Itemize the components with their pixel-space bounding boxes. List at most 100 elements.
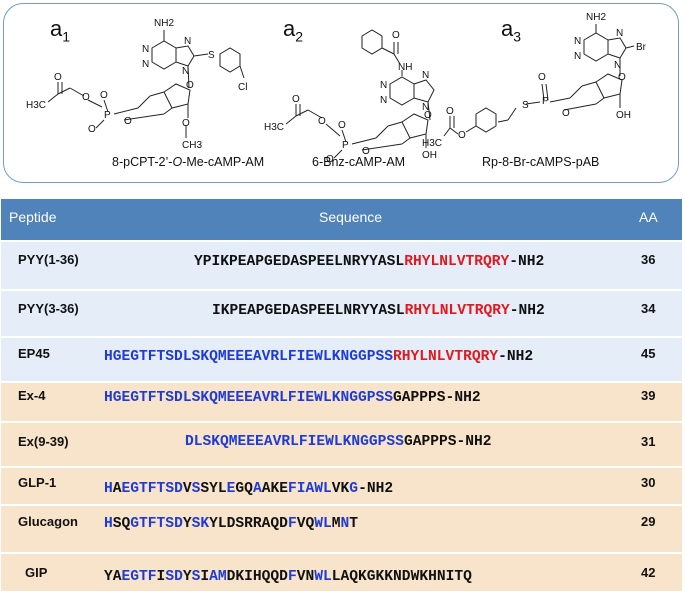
amino-acid-count: 29 (641, 514, 656, 529)
sequence-segment-blue: EGTFTSD (121, 481, 183, 497)
table-body: PYY(1-36) YPIKPEAPGEDASPEELNRYYASLRHYLNLV… (1, 242, 682, 593)
sequence-segment-black: YA (104, 569, 122, 585)
sequence-segment-blue: N (340, 516, 350, 532)
sequence-segment-black: I (156, 569, 166, 585)
header-aa: AA (639, 209, 658, 225)
sequence-segment-blue: G (349, 481, 359, 497)
peptide-name: Ex(9-39) (18, 434, 69, 449)
sequence-segment-black: -NH2 (498, 349, 534, 365)
svg-text:Br: Br (636, 42, 647, 53)
svg-text:O: O (100, 90, 108, 101)
svg-text:NH2: NH2 (586, 12, 606, 23)
svg-text:N: N (142, 59, 149, 70)
sequence-segment-black: GAPPPS-NH2 (393, 390, 481, 406)
peptide-name: PYY(3-36) (18, 301, 79, 316)
svg-text:O: O (292, 94, 300, 105)
peptide-name: GLP-1 (18, 475, 57, 490)
amino-acid-count: 39 (641, 388, 656, 403)
compound-a1-atoms: NH2 N N N N S Cl O P O O O O CH3 O O H3C (26, 18, 247, 151)
svg-text:H3C: H3C (264, 122, 284, 133)
sequence-segment-black: -NH2 (509, 303, 545, 319)
compound-a1-label: a1 (50, 16, 71, 45)
sequence-segment-blue: DLSKQMEEEAVRLFIEWLKNGGPSS (185, 434, 404, 450)
amino-acid-count: 30 (641, 475, 656, 490)
sequence-segment-blue: F (287, 569, 297, 585)
sequence-segment-blue: FIAWL (287, 481, 332, 497)
peptide-table: Peptide Sequence AA PYY(1-36)YPIKPEAPGED… (1, 199, 682, 593)
svg-text:N: N (184, 36, 191, 47)
svg-text:N: N (574, 36, 581, 47)
peptide-name: PYY(1-36) (18, 252, 79, 267)
sequence-segment-black: A (112, 481, 122, 497)
svg-text:OH: OH (422, 150, 437, 161)
svg-text:O: O (124, 116, 132, 127)
svg-text:O: O (186, 80, 194, 91)
svg-text:N: N (574, 51, 581, 62)
sequence-segment-black: AKE (261, 481, 288, 497)
svg-text:S: S (208, 50, 215, 61)
table-row: Ex-4 HGEGTFTSDLSKQMEEEAVRLFIEWLKNGGPSSGAP… (1, 383, 682, 423)
svg-text:O: O (538, 72, 546, 83)
compound-a2-name: 6-Bnz-cAMP-AM (312, 155, 406, 169)
svg-text:O: O (54, 72, 62, 83)
amino-acid-count: 36 (641, 252, 656, 267)
sequence-segment-blue: E (226, 481, 236, 497)
sequence-segment-black: IKPEAPGEDASPEELNRYYASL (212, 303, 405, 319)
sequence-segment-black: -NH2 (358, 481, 394, 497)
peptide-name: GIP (25, 565, 48, 580)
sequence-segment-black: VN (296, 569, 315, 585)
sequence-segment-black: Y (182, 569, 192, 585)
table-row: PYY(3-36)IKPEAPGEDASPEELNRYYASLRHYLNLVTR… (1, 291, 682, 338)
svg-text:O: O (362, 146, 370, 157)
svg-text:O: O (458, 130, 466, 141)
amino-acid-count: 34 (641, 301, 656, 316)
peptide-sequence: YAEGTFISDYSIAMDKIHQQDFVNWLLAQKGKKNDWKHNI… (104, 569, 472, 585)
svg-text:NH2: NH2 (154, 18, 174, 29)
peptide-sequence: HSQGTFTSDYSKYLDSRRAQDFVQWLMNT (104, 516, 358, 532)
peptide-sequence: HGEGTFTSDLSKQMEEEAVRLFIEWLKNGGPSSGAPPPS-… (104, 390, 481, 406)
sequence-segment-black: SYL (200, 481, 227, 497)
sequence-segment-black: DKIHQQD (226, 569, 288, 585)
peptide-name: Ex-4 (18, 388, 46, 403)
sequence-segment-blue: A (252, 481, 262, 497)
sequence-segment-black: LAQKGKKNDWKHNITQ (331, 569, 472, 585)
sequence-segment-blue: GTFTSD (130, 516, 183, 532)
compound-a3-label: a3 (501, 16, 522, 45)
compound-a3-atoms: NH2 N N N N Br O P O O S OH O O H3C (422, 12, 647, 149)
compound-a2-structure (285, 29, 435, 159)
sequence-segment-blue: H (104, 481, 113, 497)
sequence-segment-blue: SK (191, 516, 210, 532)
svg-text:O: O (424, 110, 432, 121)
sequence-segment-blue: EGTF (121, 569, 157, 585)
sequence-segment-blue: S (191, 481, 201, 497)
svg-text:H3C: H3C (26, 100, 46, 111)
sequence-segment-blue: HGEGTFTSDLSKQMEEEAVRLFIEWLKNGGPSS (104, 349, 394, 365)
sequence-segment-black: VQ (296, 516, 315, 532)
table-row: PYY(1-36) YPIKPEAPGEDASPEELNRYYASLRHYLNLV… (1, 242, 682, 291)
peptide-sequence: YPIKPEAPGEDASPEELNRYYASLRHYLNLVTRQRY-NH2 (194, 254, 544, 270)
sequence-segment-black: Y (182, 516, 192, 532)
svg-text:O: O (446, 106, 454, 117)
sequence-segment-blue: F (287, 516, 297, 532)
compound-a2-label: a2 (283, 16, 304, 45)
sequence-segment-black: I (200, 569, 210, 585)
svg-text:O: O (88, 124, 96, 135)
peptide-sequence: DLSKQMEEEAVRLFIEWLKNGGPSSGAPPPS-NH2 (185, 434, 492, 450)
sequence-segment-blue: S (191, 569, 201, 585)
svg-text:NH: NH (398, 62, 412, 73)
svg-text:P: P (342, 140, 349, 151)
svg-text:S: S (522, 100, 529, 111)
compound-a3-structure (443, 24, 635, 137)
sequence-segment-black: VK (331, 481, 350, 497)
sequence-segment-black: SQ (112, 516, 131, 532)
svg-text:H3C: H3C (422, 138, 442, 149)
svg-text:O: O (326, 154, 334, 165)
table-row: Ex(9-39) DLSKQMEEEAVRLFIEWLKNGGPSSGAPPPS-… (1, 423, 682, 468)
header-sequence: Sequence (319, 209, 383, 225)
svg-text:O: O (392, 30, 400, 41)
svg-text:Cl: Cl (238, 82, 247, 93)
svg-text:N: N (142, 44, 149, 55)
svg-text:N: N (422, 102, 429, 113)
